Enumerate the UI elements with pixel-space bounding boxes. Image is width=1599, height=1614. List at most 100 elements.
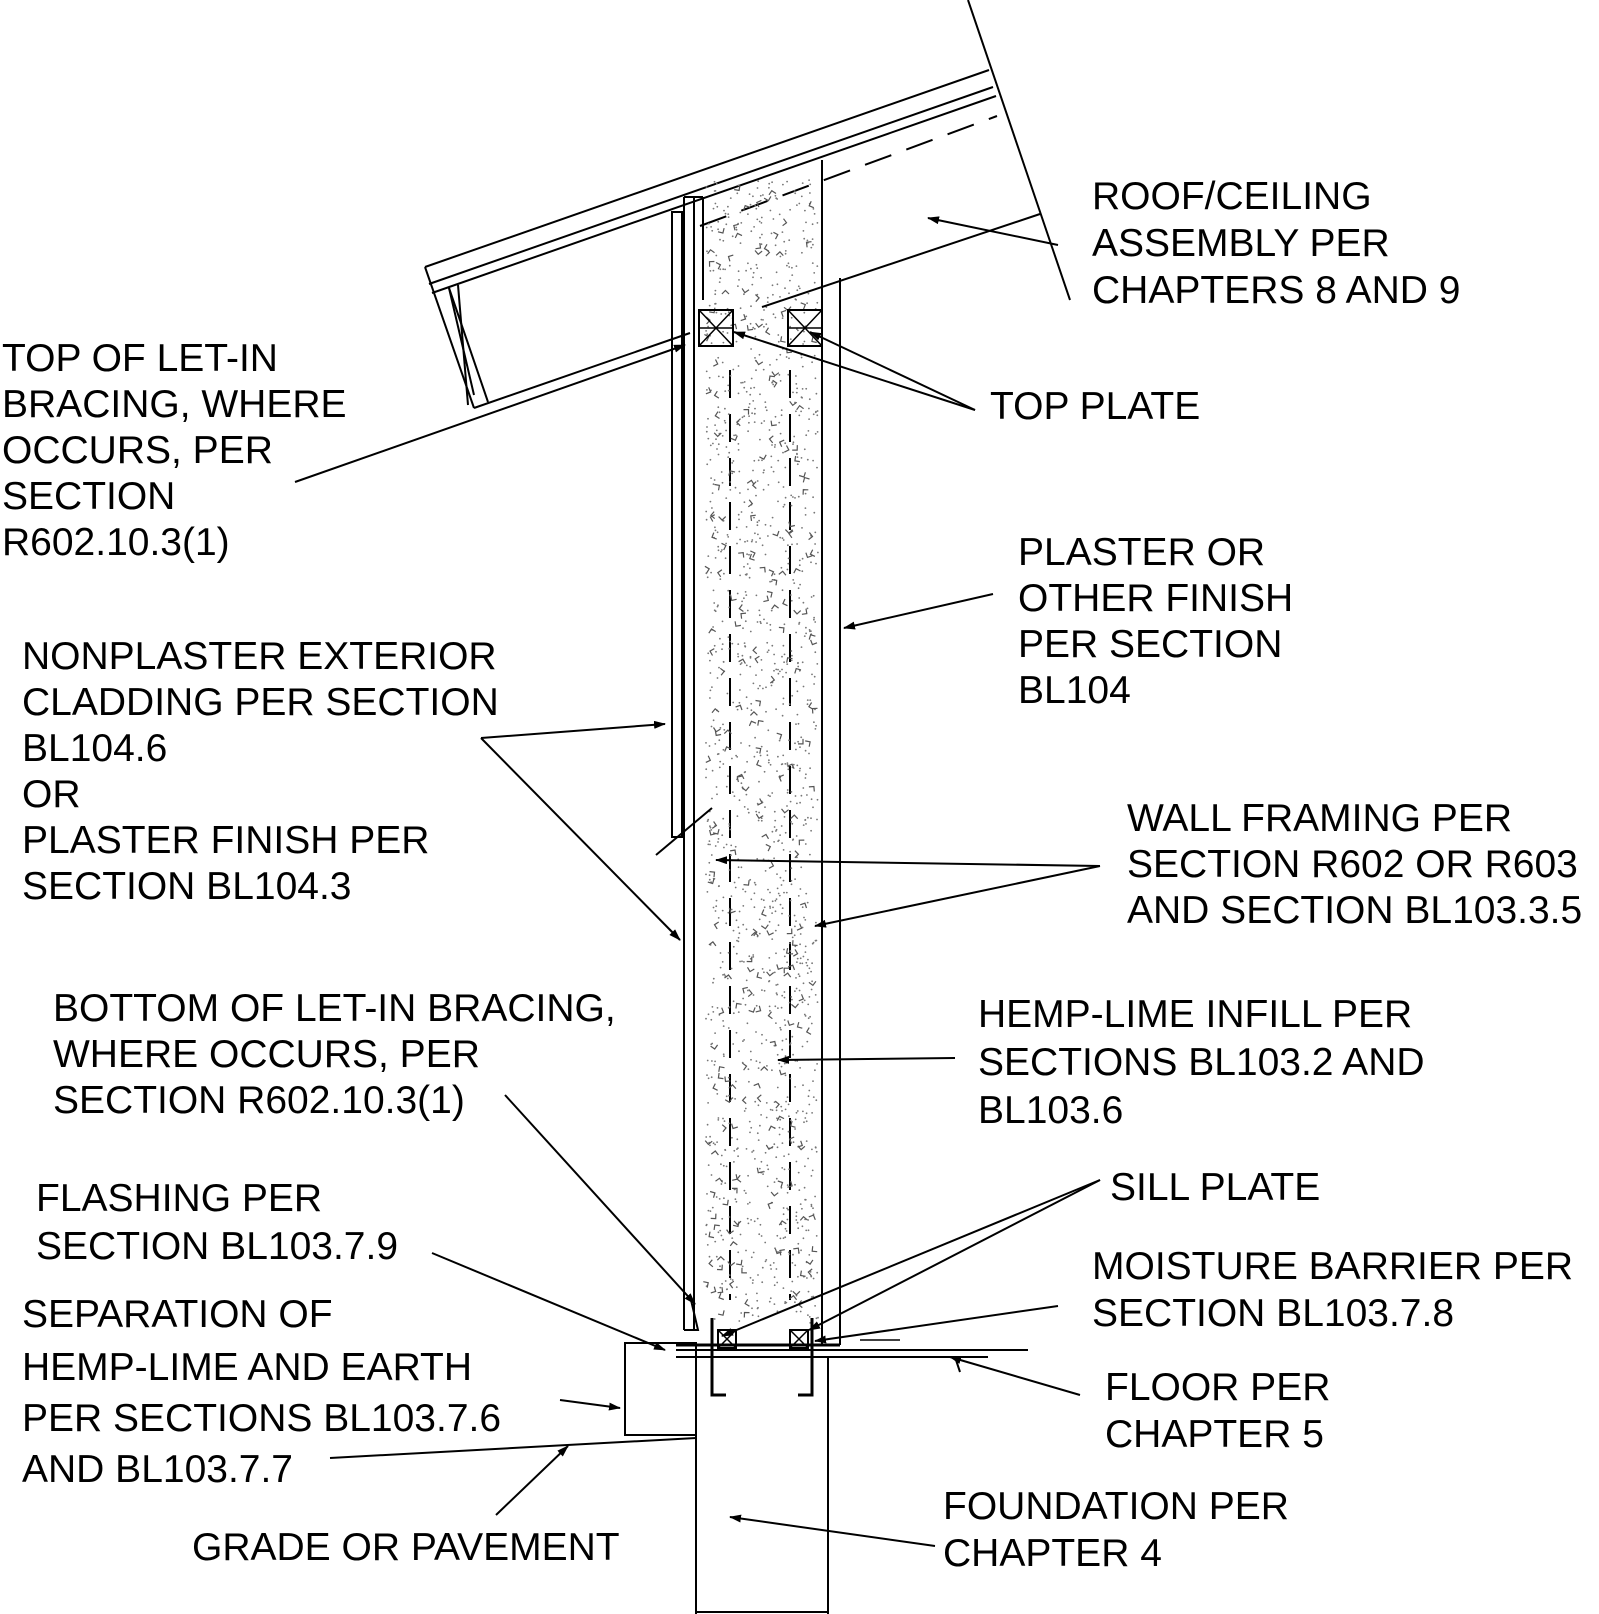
texture-dot [773, 653, 775, 656]
texture-dot [770, 684, 773, 687]
texture-dot [721, 549, 723, 551]
texture-chevron [793, 609, 802, 615]
texture-dot [720, 1183, 723, 1185]
texture-dot [718, 281, 721, 283]
texture-dot [763, 309, 765, 311]
texture-chevron [712, 828, 720, 835]
texture-dot [774, 244, 777, 247]
texture-dot [709, 500, 712, 503]
texture-dot [743, 501, 746, 504]
texture-dot [795, 1111, 798, 1114]
texture-dot [747, 213, 749, 216]
texture-chevron [783, 972, 792, 978]
label-top-of-bracing: TOP OF LET-IN BRACING, WHERE OCCURS, PER… [2, 337, 357, 564]
texture-dot [773, 1276, 776, 1279]
texture-chevron [705, 755, 712, 763]
texture-dot [745, 315, 748, 318]
texture-dot [790, 504, 793, 507]
roof-assembly [424, 0, 1071, 409]
texture-dot [737, 653, 739, 655]
texture-dot [732, 929, 735, 932]
texture-dot [778, 739, 781, 742]
texture-dot [706, 333, 709, 336]
texture-dot [737, 655, 740, 658]
texture-chevron [743, 880, 750, 886]
texture-dot [766, 1185, 769, 1188]
texture-dot [769, 763, 772, 766]
texture-dot [730, 967, 733, 970]
texture-chevron [808, 200, 815, 209]
texture-chevron [756, 1094, 762, 1103]
texture-dot [786, 663, 789, 665]
texture-dot [724, 312, 727, 315]
texture-dot [709, 826, 712, 829]
texture-dot [712, 719, 715, 722]
texture-dot [803, 311, 806, 314]
texture-dot [786, 568, 789, 571]
texture-chevron [768, 569, 775, 577]
texture-dot [812, 806, 814, 809]
texture-dot [790, 996, 793, 998]
texture-dot [801, 570, 804, 573]
texture-dot [808, 1316, 811, 1318]
texture-dot [812, 1080, 814, 1082]
texture-dot [805, 961, 808, 964]
texture-dot [810, 829, 812, 832]
texture-dot [797, 895, 800, 897]
texture-dot [787, 544, 789, 547]
label-plaster-finish: PLASTER OR OTHER FINISH PER SECTION BL10… [1018, 531, 1304, 712]
texture-chevron [755, 747, 762, 754]
label-line: FOUNDATION PER [943, 1485, 1289, 1528]
texture-dot [769, 629, 772, 631]
texture-dot [718, 1198, 721, 1200]
texture-chevron [784, 445, 790, 453]
label-line: TOP PLATE [990, 385, 1200, 428]
texture-chevron [779, 1069, 787, 1076]
texture-dot [722, 817, 725, 820]
texture-dot [729, 828, 732, 831]
texture-dot [784, 252, 787, 255]
texture-dot [722, 1117, 724, 1120]
texture-dot [755, 1004, 758, 1007]
texture-dot [734, 1198, 737, 1201]
texture-chevron [788, 1136, 795, 1144]
texture-dot [816, 663, 819, 665]
texture-dot [732, 701, 735, 704]
texture-dot [736, 542, 738, 545]
texture-dot [707, 417, 709, 420]
texture-dot [784, 870, 787, 872]
texture-dot [802, 1084, 804, 1087]
texture-dot [715, 311, 718, 314]
texture-dot [717, 453, 720, 456]
label-separation: SEPARATION OF HEMP-LIME AND EARTH PER SE… [22, 1293, 512, 1491]
texture-dot [748, 576, 751, 579]
texture-dot [807, 430, 810, 432]
texture-dot [756, 751, 759, 753]
texture-dot [795, 265, 798, 267]
texture-dot [766, 641, 769, 644]
texture-dot [789, 279, 791, 282]
texture-dot [782, 505, 785, 508]
texture-dot [795, 680, 798, 683]
texture-dot [718, 885, 720, 887]
texture-dot [787, 1251, 790, 1254]
texture-chevron [724, 746, 732, 752]
texture-dot [816, 1063, 818, 1065]
texture-dot [806, 972, 809, 974]
texture-dot [773, 841, 775, 843]
texture-dot [746, 553, 748, 556]
texture-dot [804, 951, 807, 953]
texture-dot [754, 357, 756, 359]
texture-dot [749, 665, 752, 668]
texture-dot [765, 710, 767, 713]
texture-dot [797, 1171, 800, 1174]
texture-dot [786, 789, 789, 791]
texture-chevron [716, 1255, 725, 1261]
texture-chevron [750, 550, 756, 558]
texture-dot [795, 1160, 798, 1163]
texture-dot [808, 996, 811, 998]
texture-dot [769, 891, 771, 894]
texture-dot [748, 415, 750, 417]
texture-dot [727, 589, 730, 592]
texture-dot [762, 488, 765, 491]
